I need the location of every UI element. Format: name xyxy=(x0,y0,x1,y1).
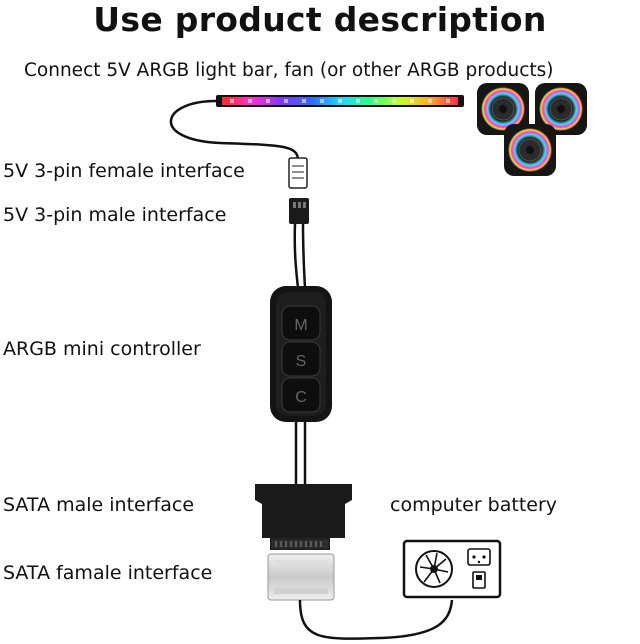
label-controller: ARGB mini controller xyxy=(3,338,201,360)
sata-male-connector xyxy=(255,484,352,550)
power-supply-cable xyxy=(298,599,454,640)
argb-light-bar xyxy=(216,95,464,107)
label-male-3pin: 5V 3-pin male interface xyxy=(3,204,227,226)
light-bar-cable xyxy=(169,99,300,161)
controller-button-s xyxy=(281,341,321,377)
label-sata-female: SATA famale interface xyxy=(3,562,213,584)
subtitle-connect-products: Connect 5V ARGB light bar, fan (or other… xyxy=(24,60,554,81)
female-3pin-connector xyxy=(288,157,308,189)
controller-button-c xyxy=(281,377,321,413)
argb-fan-2 xyxy=(535,83,587,135)
label-female-3pin: 5V 3-pin female interface xyxy=(3,160,245,182)
argb-fan-1 xyxy=(477,83,529,135)
sata-female-connector xyxy=(267,553,335,601)
controller-label-c: C xyxy=(295,389,307,406)
argb-fan-3 xyxy=(504,124,556,176)
male-3pin-connector xyxy=(289,198,309,224)
label-sata-male: SATA male interface xyxy=(3,494,195,516)
label-computer-battery: computer battery xyxy=(390,494,558,516)
controller-label-m: M xyxy=(294,317,307,334)
argb-mini-controller: M S C xyxy=(270,286,332,422)
page-title: Use product description xyxy=(93,0,547,39)
controller-button-m xyxy=(281,305,321,341)
power-socket-icon xyxy=(467,548,491,566)
controller-label-s: S xyxy=(296,353,307,370)
computer-battery xyxy=(402,539,502,599)
